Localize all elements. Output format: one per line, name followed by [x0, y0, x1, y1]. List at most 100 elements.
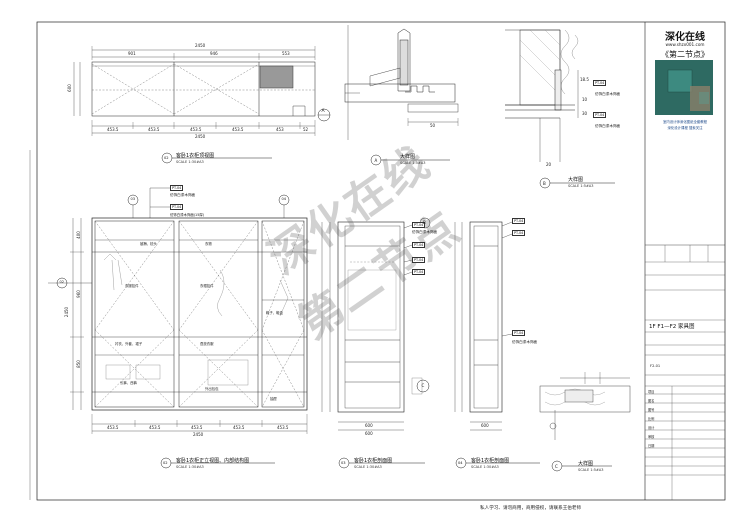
- dim-top-bottom-3: 453.5: [190, 127, 202, 132]
- top-view-number: 02: [164, 155, 169, 160]
- interior-label-4: 衣帽挂件: [200, 284, 214, 288]
- sec03-callout-b: B: [423, 220, 426, 225]
- dim-top-bottom-6: 52: [303, 127, 309, 132]
- detail-c: [539, 372, 631, 472]
- tb-label-review: 审核: [648, 435, 655, 439]
- dim-front-bottom-5: 453.5: [277, 425, 289, 430]
- sheet-border: [36, 21, 726, 501]
- detail-a-scale: SCALE 1:5#A3: [400, 161, 426, 165]
- dim-front-bottom-2: 453.5: [149, 425, 161, 430]
- detail-a-title: 大样图: [400, 154, 416, 160]
- tb-sheet-no: F2-01: [650, 364, 661, 368]
- material-note-2: 仿饰白漆木饰面(15厚): [170, 213, 205, 217]
- interior-label-6: 长裤、西裤: [120, 381, 137, 385]
- sec03-tag-2: PT-04: [412, 242, 426, 248]
- dim-top-bottom-4: 453.5: [232, 127, 244, 132]
- interior-label-9: 鞋子、鞋盒: [266, 311, 283, 315]
- sec03-tag-1: PT-04: [412, 222, 426, 228]
- sec04-dim-width: 600: [481, 423, 489, 428]
- detail-b-dim-4: 20: [546, 162, 552, 167]
- sec03-scale: SCALE 1:30#A3: [354, 465, 382, 469]
- detail-b-dim-1: 18.5: [580, 77, 589, 82]
- sec03-tag-4: PT-04: [412, 269, 426, 275]
- sec03-number: 03: [341, 460, 346, 465]
- section-04: [454, 221, 540, 469]
- title-block-grid: [645, 245, 725, 500]
- tb-label-number: 图号: [648, 408, 655, 412]
- sec04-title: 客卧1衣柜剖面图: [471, 458, 510, 464]
- drawing-title: 1F F1—F2 家具图: [649, 324, 695, 330]
- dim-front-height: 2450: [64, 306, 70, 318]
- tb-label-design: 设计: [648, 426, 655, 430]
- detail-b-dim-2: 10: [582, 97, 588, 102]
- sec04-tag-3: PT-04: [512, 330, 526, 336]
- tb-label-date: 日期: [648, 444, 655, 448]
- detail-b-note-1: 仿饰白漆木饰面: [595, 92, 621, 96]
- dim-top-part-2: 946: [210, 51, 218, 56]
- dim-top-depth: 600: [66, 84, 72, 92]
- detail-a-label: A: [374, 157, 378, 163]
- dim-front-bottom-4: 453.5: [233, 425, 245, 430]
- dim-front-left-1: 400: [75, 231, 81, 239]
- interior-label-5: 衬衣、外套、裙子: [115, 342, 143, 346]
- detail-c-label: C: [555, 463, 558, 469]
- material-note-1: 仿饰白漆木饰面: [170, 193, 196, 197]
- detail-b: [505, 29, 615, 189]
- sec04-number: 04: [458, 460, 463, 465]
- detail-b-label: B: [543, 180, 546, 186]
- detail-b-title: 大样图: [568, 177, 584, 183]
- dim-top-total: 2450: [195, 43, 206, 48]
- dim-top-bottom-total: 2450: [195, 134, 206, 139]
- dim-front-left-2: 960: [75, 290, 81, 298]
- detail-b-dim-3: 30: [582, 111, 588, 116]
- interior-label-1: 被褥、枕头: [140, 242, 157, 246]
- sec03-dim-width: 600: [365, 423, 373, 428]
- dim-front-bottom-3: 453.5: [191, 425, 203, 430]
- top-view-scale: SCALE 1:30#A3: [176, 160, 204, 164]
- interior-label-8: 外出包包: [205, 387, 219, 391]
- section-marker-02: 02: [59, 280, 65, 284]
- brand-tagline-1: 室内设计师深化图纸全套教程: [662, 120, 708, 124]
- front-view-scale: SCALE 1:30#A3: [176, 465, 204, 469]
- interior-label-3: 衣物: [205, 242, 212, 246]
- callout-a-top: A: [321, 109, 325, 114]
- section-marker-04: 04: [281, 197, 287, 201]
- front-view-title: 客卧1衣柜正立视图、内部结构图: [176, 458, 250, 464]
- dim-front-bottom-1: 453.5: [107, 425, 119, 430]
- detail-b-note-2: 仿饰白漆木饰面: [595, 124, 621, 128]
- interior-label-10: 抽屉: [270, 397, 277, 401]
- detail-c-title: 大样图: [578, 461, 594, 467]
- top-view-title: 客卧1衣柜顶视图: [176, 153, 215, 159]
- section-marker-03: 03: [130, 197, 136, 201]
- detail-a: [344, 25, 459, 166]
- sec04-note-1: 仿饰白漆木饰面: [512, 340, 538, 344]
- sec03-callout-c: C: [421, 383, 425, 388]
- sec03-note-1: 仿饰白漆木饰面: [412, 230, 438, 234]
- tb-label-name: 图名: [648, 399, 655, 403]
- interior-label-2: 衣服挂件: [125, 284, 139, 288]
- tb-label-project: 项目: [648, 390, 655, 394]
- detail-b-tag-2: PT-04: [593, 112, 607, 118]
- brand-tagline-2: 深化设计课程 搜索关注: [667, 126, 703, 130]
- dim-top-part-1: 901: [128, 51, 136, 56]
- footer-note: 私人学习、请勿商用，商用侵权，请联系王伯老师: [480, 506, 582, 511]
- detail-b-tag-1: PT-04: [593, 80, 607, 86]
- sec04-tag-1: PT-04: [512, 218, 526, 224]
- brand-name: 深化在线: [665, 32, 705, 43]
- interior-label-7: 叠放衣服: [200, 342, 214, 346]
- detail-a-dim: 50: [430, 123, 436, 128]
- dim-front-total: 2450: [193, 432, 204, 437]
- dim-top-part-3: 553: [282, 51, 290, 56]
- dim-front-left-3: 850: [75, 360, 81, 368]
- brand-url[interactable]: www.shzx001.com: [665, 42, 705, 47]
- dim-top-bottom-5: 453: [276, 127, 284, 132]
- front-view: [48, 187, 308, 469]
- front-view-number: 02: [163, 460, 168, 465]
- dim-top-bottom-1: 453.5: [107, 127, 119, 132]
- material-tag-1: PT-04: [170, 185, 184, 191]
- tb-label-scale: 比例: [648, 417, 655, 421]
- brand-course: 《第二节点》: [661, 50, 709, 59]
- sec04-scale: SCALE 1:30#A3: [471, 465, 499, 469]
- detail-b-scale: SCALE 1:5#A3: [568, 184, 594, 188]
